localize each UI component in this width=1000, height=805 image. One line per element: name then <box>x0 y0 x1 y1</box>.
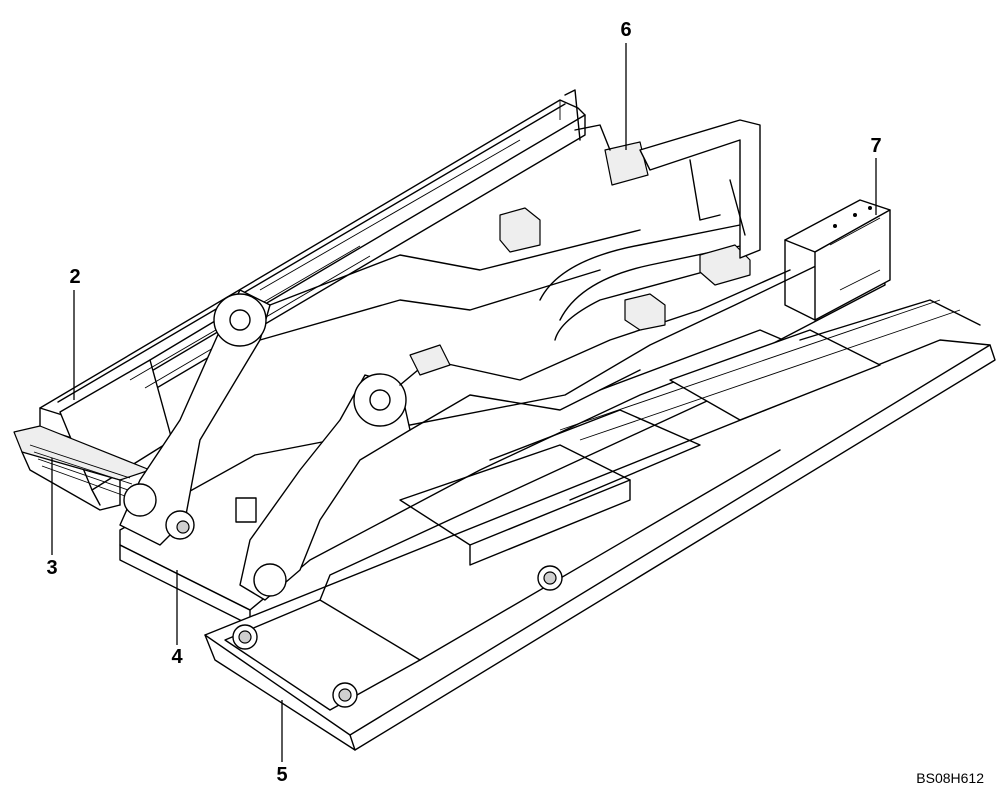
callout-6: 6 <box>620 19 632 41</box>
callout-4: 4 <box>171 646 183 668</box>
callout-leaders <box>51 43 877 762</box>
step-assembly <box>13 425 151 511</box>
main-frame <box>119 89 886 626</box>
drawing-code: BS08H612 <box>916 770 984 786</box>
right-side-rail <box>204 299 996 751</box>
callout-2: 2 <box>69 266 81 288</box>
callout-3: 3 <box>46 557 58 579</box>
callout-5: 5 <box>276 764 288 786</box>
callout-7: 7 <box>870 135 882 157</box>
rear-cross-member <box>784 199 891 321</box>
